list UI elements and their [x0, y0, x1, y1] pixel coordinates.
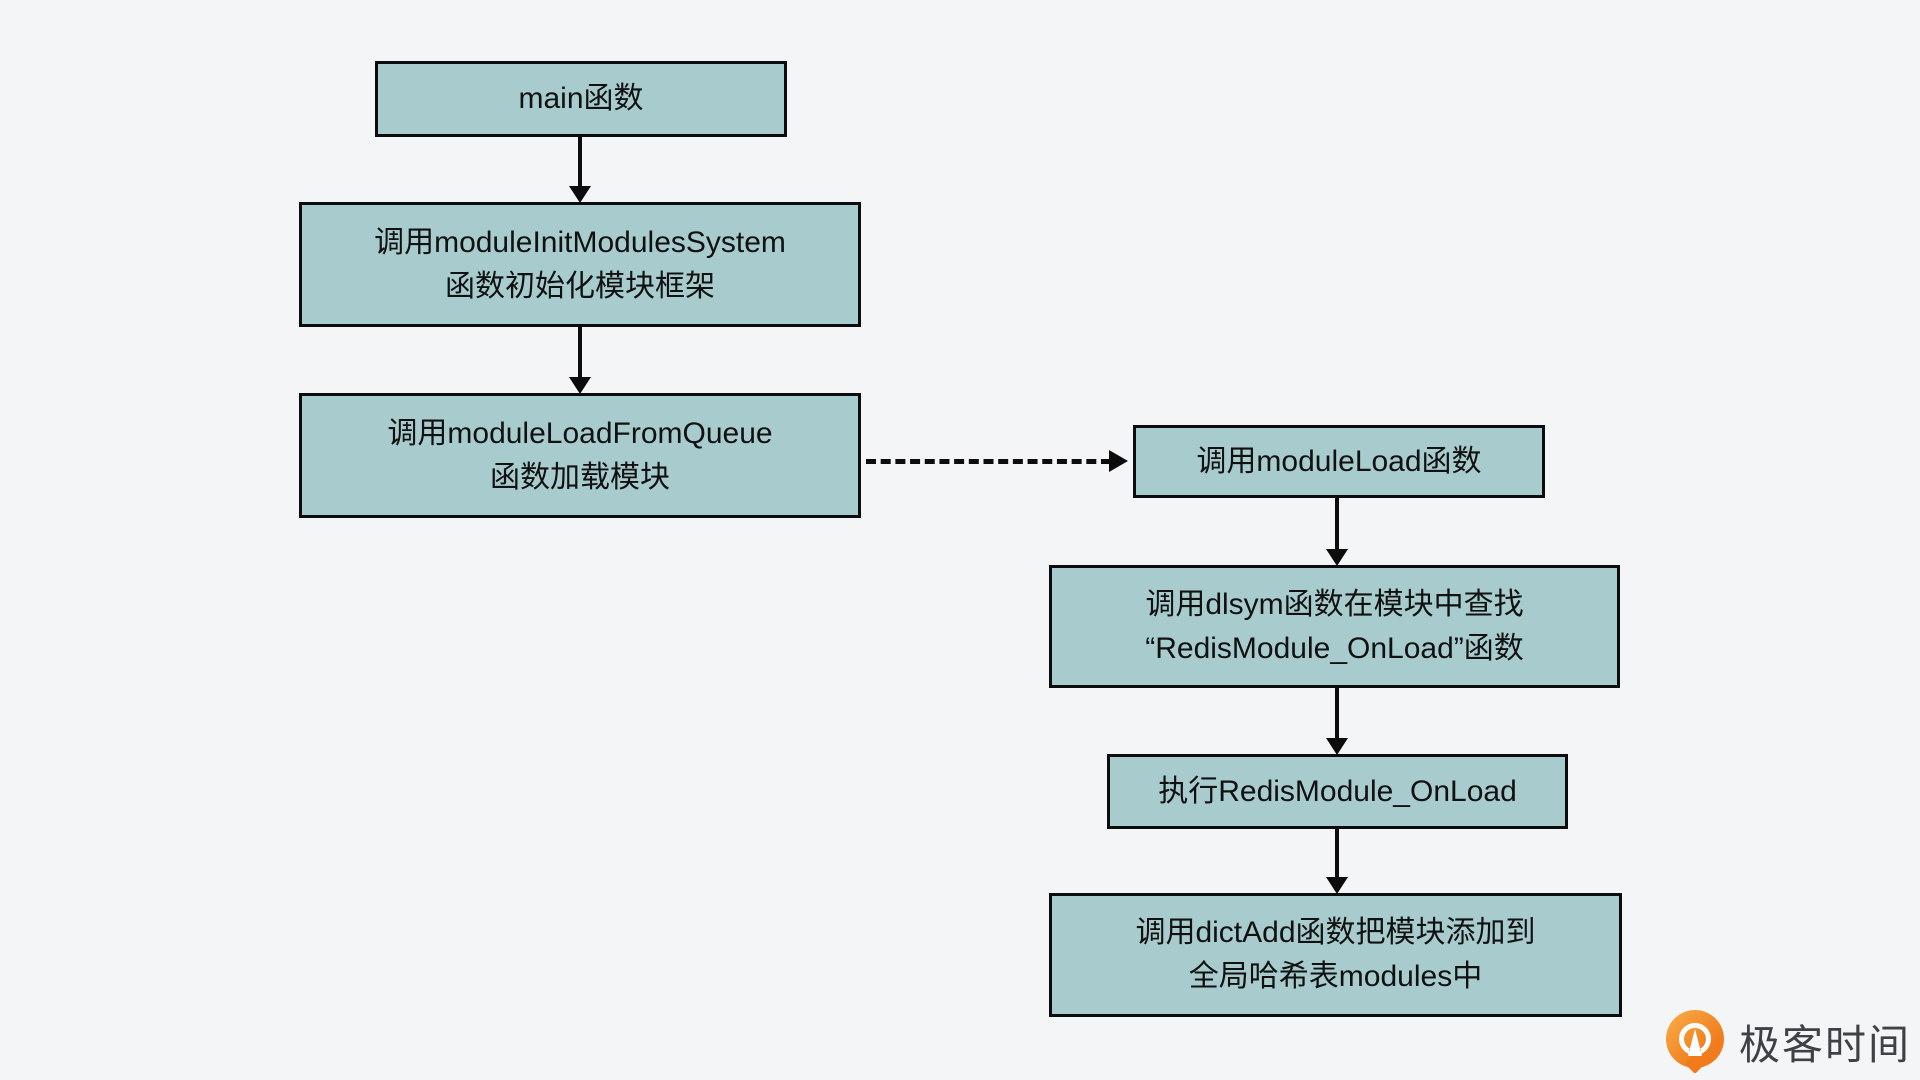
arrow-line	[578, 137, 582, 188]
arrow-right-icon	[1109, 450, 1128, 472]
flow-node-dlsym-lookup: 调用dlsym函数在模块中查找 “RedisModule_OnLoad”函数	[1049, 565, 1620, 688]
flow-node-module-load: 调用moduleLoad函数	[1133, 425, 1545, 498]
flow-node-dlsym-lookup-label-line2: “RedisModule_OnLoad”函数	[1145, 631, 1524, 665]
flow-node-dict-add-label-line1: 调用dictAdd函数把模块添加到	[1135, 916, 1536, 949]
arrow-line	[1335, 829, 1339, 878]
arrow-down-icon	[1326, 738, 1348, 755]
arrow-down-icon	[1326, 549, 1348, 566]
flow-node-main-label: main函数	[518, 82, 644, 115]
arrow-line	[1335, 498, 1339, 550]
flow-node-main: main函数	[375, 61, 787, 137]
geektime-logo-icon	[1666, 1008, 1726, 1074]
flow-node-dict-add-label-line2: 全局哈希表modules中	[1188, 960, 1483, 993]
flow-node-load-from-queue-label-line2: 函数加载模块	[490, 460, 670, 494]
arrow-line	[578, 327, 582, 378]
geektime-logo: 极客时间	[1666, 1008, 1911, 1074]
arrow-down-icon	[1326, 877, 1348, 894]
dashed-arrow-line	[866, 459, 1111, 464]
flow-node-dlsym-lookup-label-line1: 调用dlsym函数在模块中查找	[1145, 587, 1524, 621]
flow-node-load-from-queue-label-line1: 调用moduleLoadFromQueue	[387, 416, 773, 450]
arrow-line	[1335, 688, 1339, 739]
flow-node-init-modules-label-line2: 函数初始化模块框架	[445, 269, 715, 303]
flow-node-load-from-queue: 调用moduleLoadFromQueue 函数加载模块	[299, 393, 861, 518]
geektime-logo-text: 极客时间	[1739, 1022, 1911, 1068]
arrow-down-icon	[569, 186, 591, 203]
flow-node-init-modules-label-line1: 调用moduleInitModulesSystem	[374, 225, 786, 259]
flow-node-init-modules: 调用moduleInitModulesSystem 函数初始化模块框架	[299, 202, 861, 327]
flow-node-dict-add: 调用dictAdd函数把模块添加到 全局哈希表modules中	[1049, 893, 1622, 1017]
flow-node-exec-onload: 执行RedisModule_OnLoad	[1107, 754, 1568, 829]
flow-node-exec-onload-label: 执行RedisModule_OnLoad	[1158, 774, 1517, 808]
flow-node-module-load-label: 调用moduleLoad函数	[1196, 444, 1482, 478]
arrow-down-icon	[569, 377, 591, 394]
